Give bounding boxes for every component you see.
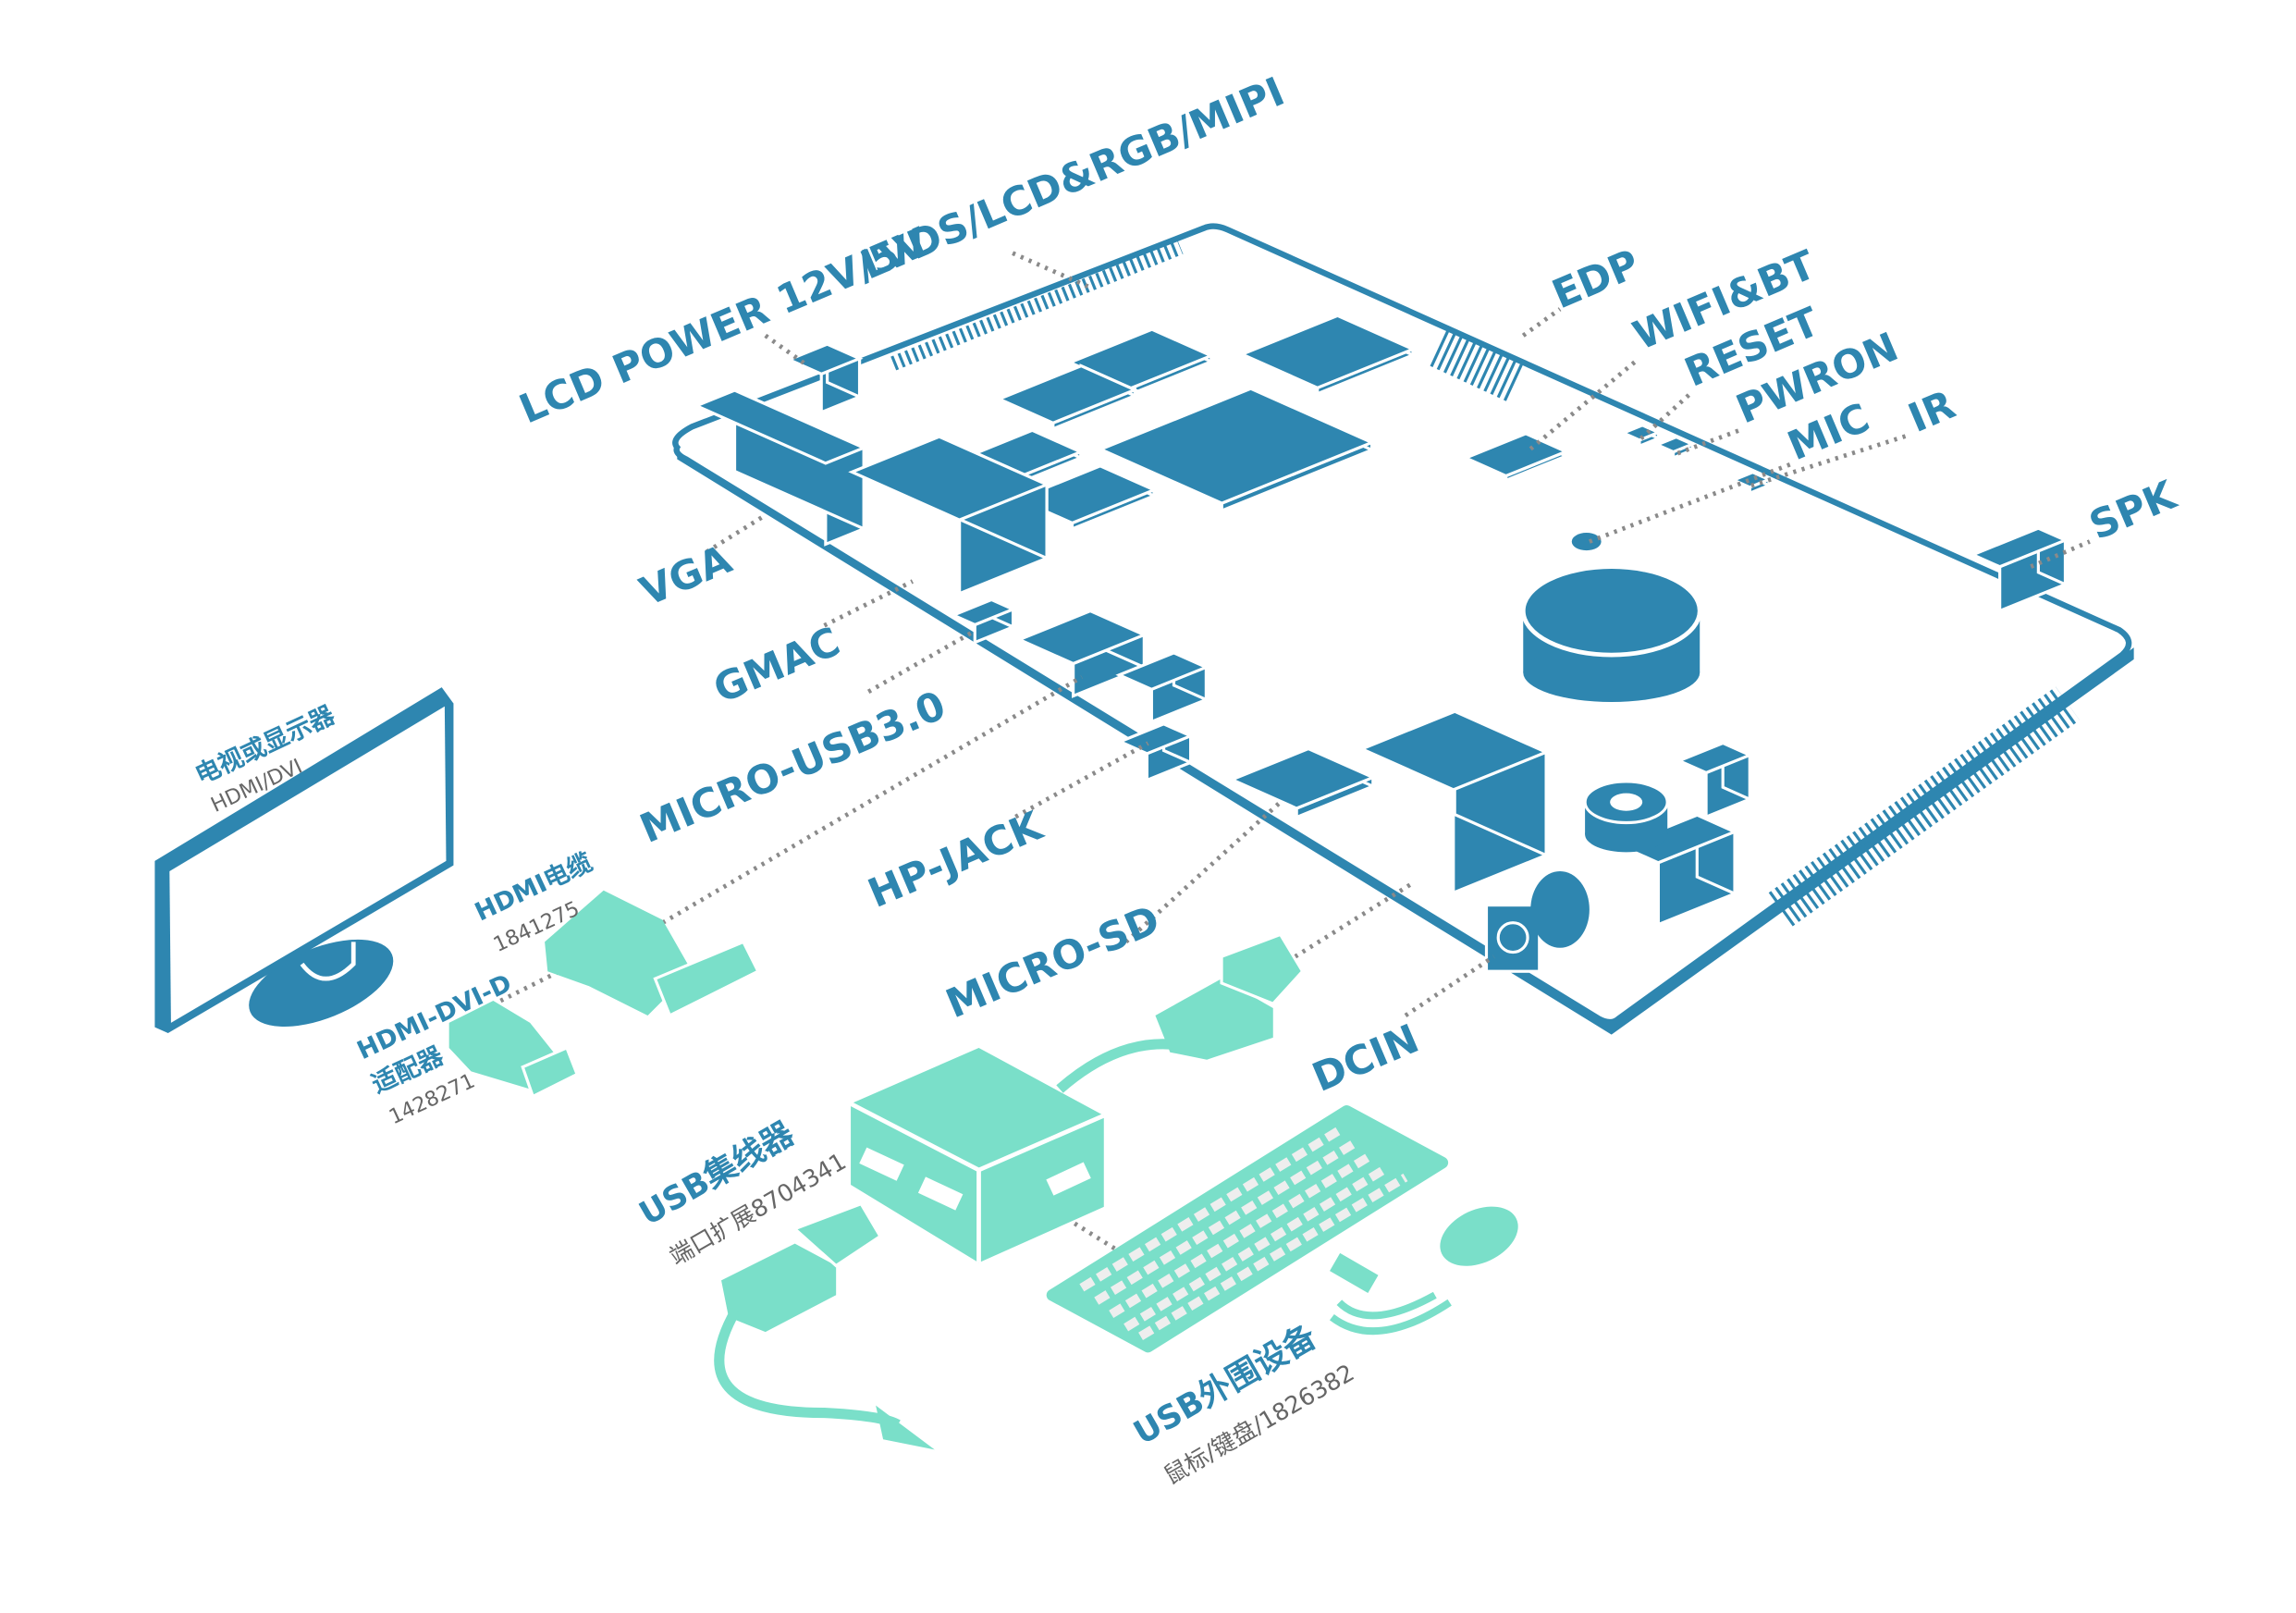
pwron-button	[1653, 435, 1697, 454]
label-dcin: DCIN	[1306, 1016, 1425, 1102]
label-hp-jack: HP-JACK	[862, 803, 1050, 917]
battery-holder	[1520, 564, 1702, 703]
ethernet-port	[848, 435, 1051, 522]
arrow-icon	[876, 1405, 935, 1450]
monitor	[154, 687, 454, 1034]
usb-plug-cable-icon	[714, 1201, 935, 1450]
chip	[1014, 464, 1159, 525]
wireless-receiver-icon	[1329, 1252, 1452, 1336]
dc-jack	[1484, 871, 1590, 973]
label-vga: VGA	[633, 536, 739, 616]
hdmi-cable-icon	[545, 890, 760, 1018]
gpio-pin-header	[1768, 686, 2081, 927]
label-micro-usb: MICRO-USB3.0	[633, 683, 952, 853]
micro-usb-port	[949, 597, 1017, 627]
usb3-port	[1015, 609, 1148, 666]
vga-connector	[693, 388, 868, 465]
mouse-icon	[1440, 1206, 1518, 1266]
monitor-screen	[169, 706, 447, 1023]
keyboard-icon	[1046, 1105, 1449, 1353]
lvds-pin-header	[890, 240, 1184, 371]
header-connector	[1675, 741, 1754, 775]
board-components	[693, 313, 2069, 927]
hdmi-dvi-adapter-icon	[448, 1001, 580, 1099]
micro-sd-slot	[1228, 746, 1377, 810]
usb-hub-title: USB集线器	[633, 1115, 801, 1234]
chip	[1238, 314, 1418, 390]
usb-plug-icon	[1155, 932, 1305, 1060]
monitor-stand	[249, 939, 394, 1028]
label-ir: IR	[1902, 382, 1962, 442]
label-spk: SPK	[2083, 472, 2184, 549]
header-connector	[1616, 813, 1739, 865]
hp-jack	[1115, 651, 1210, 692]
board-outline	[672, 223, 2132, 1026]
label-gmac: GMAC	[707, 619, 847, 713]
soc-chip	[1097, 387, 1376, 505]
wifi-bt-module	[1461, 432, 1570, 478]
button-component	[1583, 780, 1669, 853]
label-edp: EDP	[1546, 241, 1646, 319]
usb-port-stack	[1357, 709, 1551, 792]
reset-button	[1619, 424, 1663, 442]
chip	[995, 363, 1139, 425]
mic-component	[1571, 533, 1602, 551]
usb-hub-icon	[849, 1047, 1105, 1263]
leader-lines	[499, 251, 2091, 1253]
hub-cable	[1056, 1039, 1179, 1093]
lcd-power-connector	[785, 342, 864, 376]
peripherals	[448, 890, 1518, 1450]
label-micro-sd: MICRO-SD	[939, 896, 1166, 1028]
audio-jack	[1116, 722, 1195, 756]
board	[672, 223, 2134, 1035]
spk-connector	[1969, 526, 2069, 569]
